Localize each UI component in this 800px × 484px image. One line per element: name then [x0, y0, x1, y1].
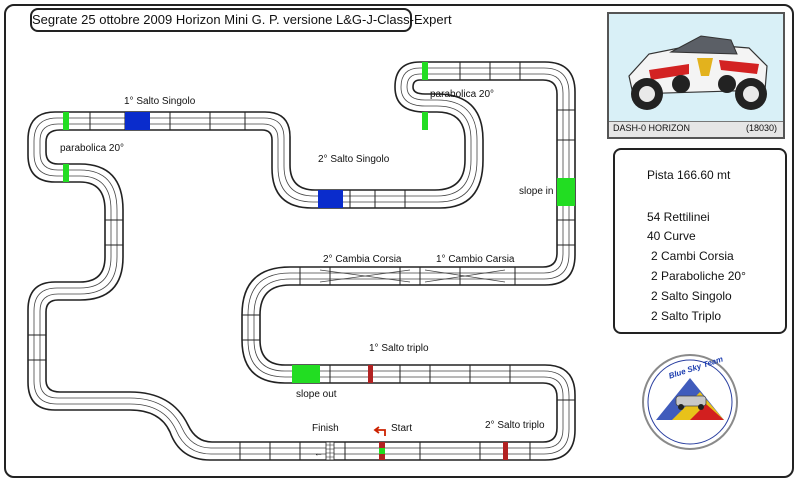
single-jump-2-marker [318, 190, 343, 208]
stat-parabolic: 2 Paraboliche 20° [651, 269, 746, 283]
label-triple-jump-1: 1° Salto triplo [369, 343, 429, 354]
stat-lane-changes: 2 Cambi Corsia [651, 249, 734, 263]
stat-straights: 54 Rettilinei [647, 210, 710, 224]
car-card: DASH-0 HORIZON (18030) [607, 12, 785, 139]
triple-jump-1-marker [368, 365, 373, 383]
slope-in-marker [557, 178, 575, 206]
parabolic-right-marker-b [422, 112, 428, 130]
triple-jump-2-marker [503, 442, 508, 460]
car-caption: DASH-0 HORIZON (18030) [609, 121, 783, 137]
page-title: Segrate 25 ottobre 2009 Horizon Mini G. … [32, 12, 452, 27]
parabolic-right-marker-a [422, 62, 428, 80]
label-single-jump-1: 1° Salto Singolo [124, 96, 196, 107]
label-single-jump-2: 2° Salto Singolo [318, 154, 390, 165]
parabolic-left-marker-b [63, 164, 69, 182]
team-logo: Blue Sky Team [642, 354, 738, 450]
label-lane-change-2: 2° Cambia Corsia [323, 254, 402, 265]
diagram-frame [4, 4, 794, 478]
stat-length: Pista 166.60 mt [647, 168, 731, 182]
label-lane-change-1: 1° Cambio Carsia [436, 254, 515, 265]
track-inner-edge [45, 79, 558, 443]
car-name: DASH-0 HORIZON [613, 123, 691, 133]
label-parabolic-left: parabolica 20° [60, 143, 124, 154]
label-slope-out: slope out [296, 389, 337, 400]
label-slope-in: slope in [519, 186, 553, 197]
track-lane-line-2 [39, 73, 564, 449]
label-parabolic-right: parabolica 20° [430, 89, 494, 100]
stat-single-jumps: 2 Salto Singolo [651, 289, 732, 303]
parabolic-left-marker-a [63, 112, 69, 130]
title-box: Segrate 25 ottobre 2009 Horizon Mini G. … [30, 8, 452, 32]
single-jump-1-marker [125, 112, 150, 130]
track-outer-edge [27, 61, 576, 461]
track-stats-panel: Pista 166.60 mt 54 Rettilinei 40 Curve 2… [613, 148, 787, 334]
car-code: (18030) [745, 123, 777, 133]
start-arrow-icon [373, 426, 386, 436]
stat-curves: 40 Curve [647, 229, 696, 243]
label-finish: Finish [312, 423, 339, 434]
slope-out-marker [292, 365, 320, 383]
stat-triple-jumps: 2 Salto Triplo [651, 309, 722, 323]
finish-line-flag [325, 441, 335, 461]
car-image [609, 14, 783, 122]
lane-change-crossing [319, 269, 506, 283]
label-triple-jump-2: 2° Salto triplo [485, 420, 545, 431]
label-start: Start [391, 423, 412, 434]
start-line [379, 442, 385, 460]
track-lane-line-1 [33, 67, 570, 455]
finish-arrow-icon: ← [314, 448, 323, 458]
